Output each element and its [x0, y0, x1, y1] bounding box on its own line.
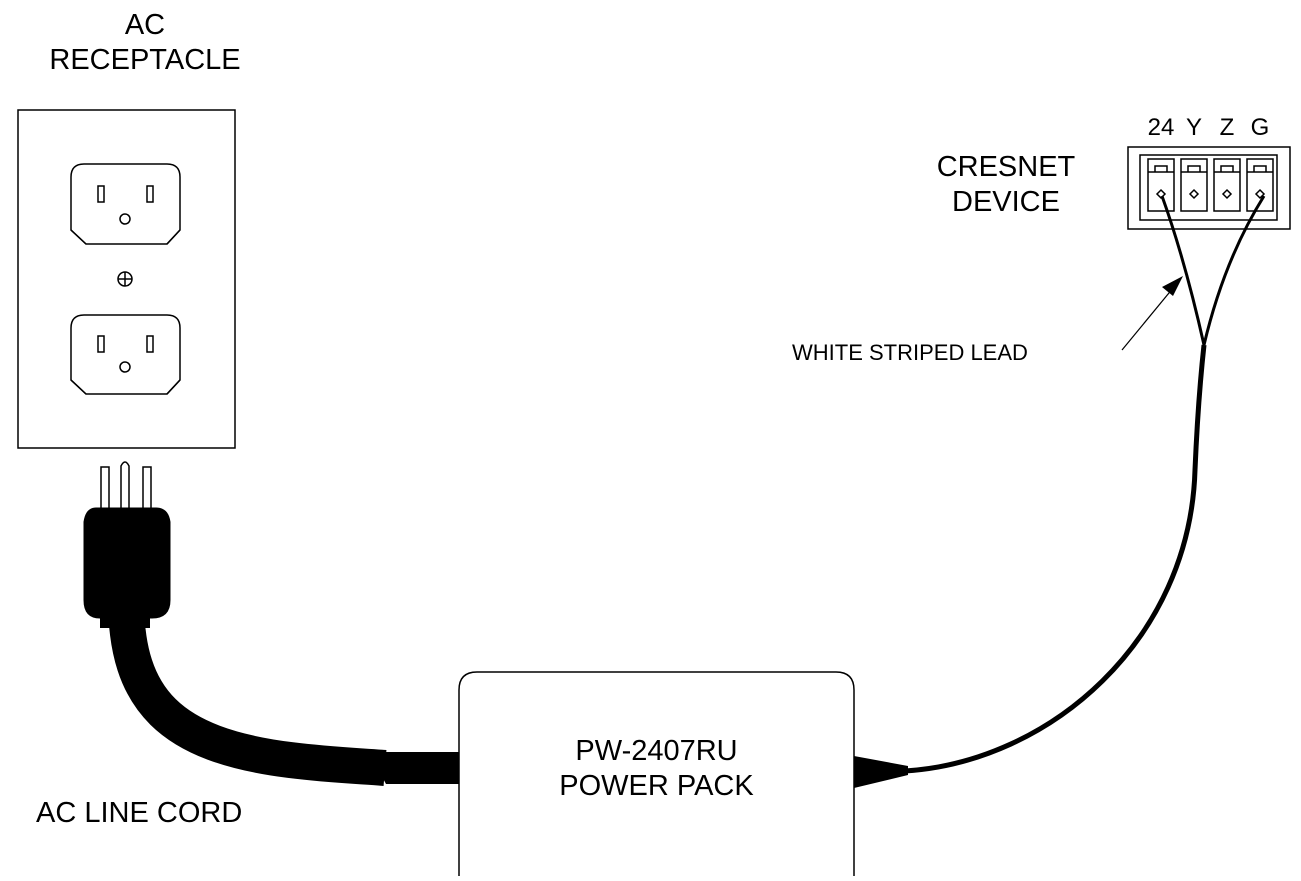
pin-label-24: 24 — [1147, 114, 1175, 141]
pin-label-y: Y — [1185, 114, 1202, 141]
dc-output-cable — [904, 344, 1207, 774]
receptacle-title: AC RECEPTACLE — [0, 8, 290, 78]
plug-body — [83, 507, 171, 619]
cresnet-connector — [1127, 146, 1291, 230]
lower-outlet — [70, 314, 181, 395]
dc-output-boot — [854, 756, 908, 788]
power-pack-label: PW-2407RU POWER PACK — [459, 734, 854, 804]
ac-line-cord — [108, 599, 387, 786]
upper-outlet — [70, 163, 181, 245]
lead-arrowhead — [1162, 276, 1183, 296]
terminal-g — [1246, 158, 1274, 212]
ac-receptacle — [17, 109, 236, 449]
terminal-y — [1180, 158, 1208, 212]
power-pack-line1: PW-2407RU — [575, 735, 738, 767]
wall-plate — [17, 109, 236, 449]
lead-leader-line — [1121, 281, 1179, 351]
pin-label-g: G — [1250, 114, 1270, 141]
plate-screw — [117, 271, 133, 287]
terminal-z — [1213, 158, 1241, 212]
white-striped-lead — [1160, 195, 1206, 346]
cord-label: AC LINE CORD — [36, 797, 243, 829]
terminal-24 — [1147, 158, 1175, 212]
receptacle-title-line1: AC — [124, 9, 166, 41]
device-title-line1: CRESNET — [936, 151, 1076, 183]
pin-label-z: Z — [1219, 114, 1235, 141]
device-title-line2: DEVICE — [952, 185, 1060, 218]
cord-boot — [381, 752, 460, 784]
plug-strain-relief — [100, 614, 150, 628]
ground-lead — [1202, 195, 1266, 346]
power-pack-line2: POWER PACK — [559, 769, 754, 802]
power-pack-box — [458, 671, 855, 876]
receptacle-title-line2: RECEPTACLE — [49, 43, 241, 76]
lead-label: WHITE STRIPED LEAD — [792, 340, 1028, 365]
plug-prongs — [100, 461, 152, 512]
device-title: CRESNET DEVICE — [906, 150, 1106, 220]
